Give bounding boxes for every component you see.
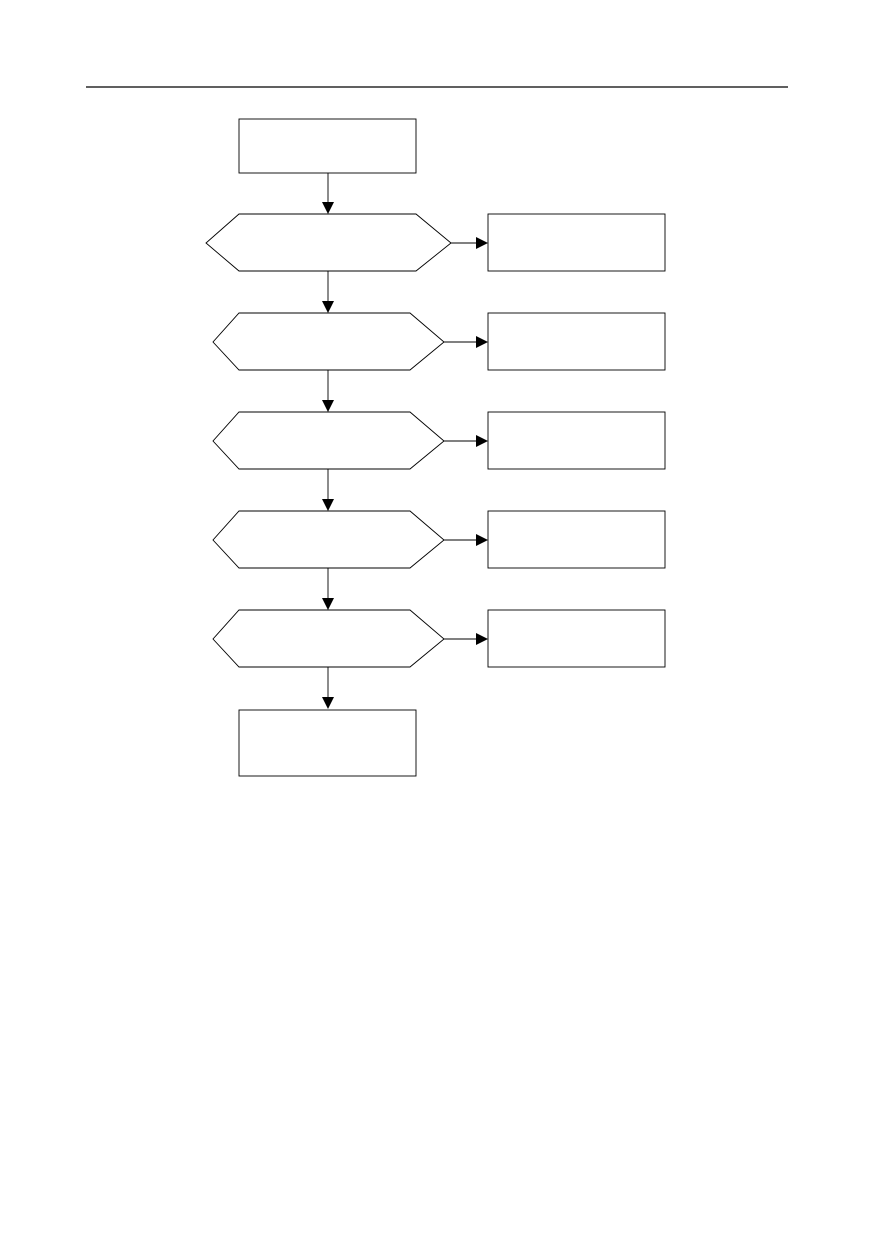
arrowhead-down: [322, 697, 334, 709]
side-box-4: [487, 510, 666, 569]
arrowhead-right: [476, 534, 488, 546]
arrowhead-down: [322, 202, 334, 214]
arrowhead-right: [476, 633, 488, 645]
side-box-1: [487, 213, 666, 272]
decision-1: [205, 213, 452, 272]
arrowhead-down: [322, 301, 334, 313]
side-box-5: [487, 609, 666, 668]
start-box: [238, 118, 417, 174]
decision-2: [212, 312, 445, 371]
arrowhead-right: [476, 237, 488, 249]
arrowhead-down: [322, 499, 334, 511]
arrowhead-right: [476, 336, 488, 348]
decision-3: [212, 411, 445, 470]
arrowhead-right: [476, 435, 488, 447]
decision-5: [212, 609, 445, 668]
arrowhead-down: [322, 598, 334, 610]
end-box: [238, 709, 417, 777]
side-box-3: [487, 411, 666, 470]
arrowhead-down: [322, 400, 334, 412]
side-box-2: [487, 312, 666, 371]
decision-4: [212, 510, 445, 569]
